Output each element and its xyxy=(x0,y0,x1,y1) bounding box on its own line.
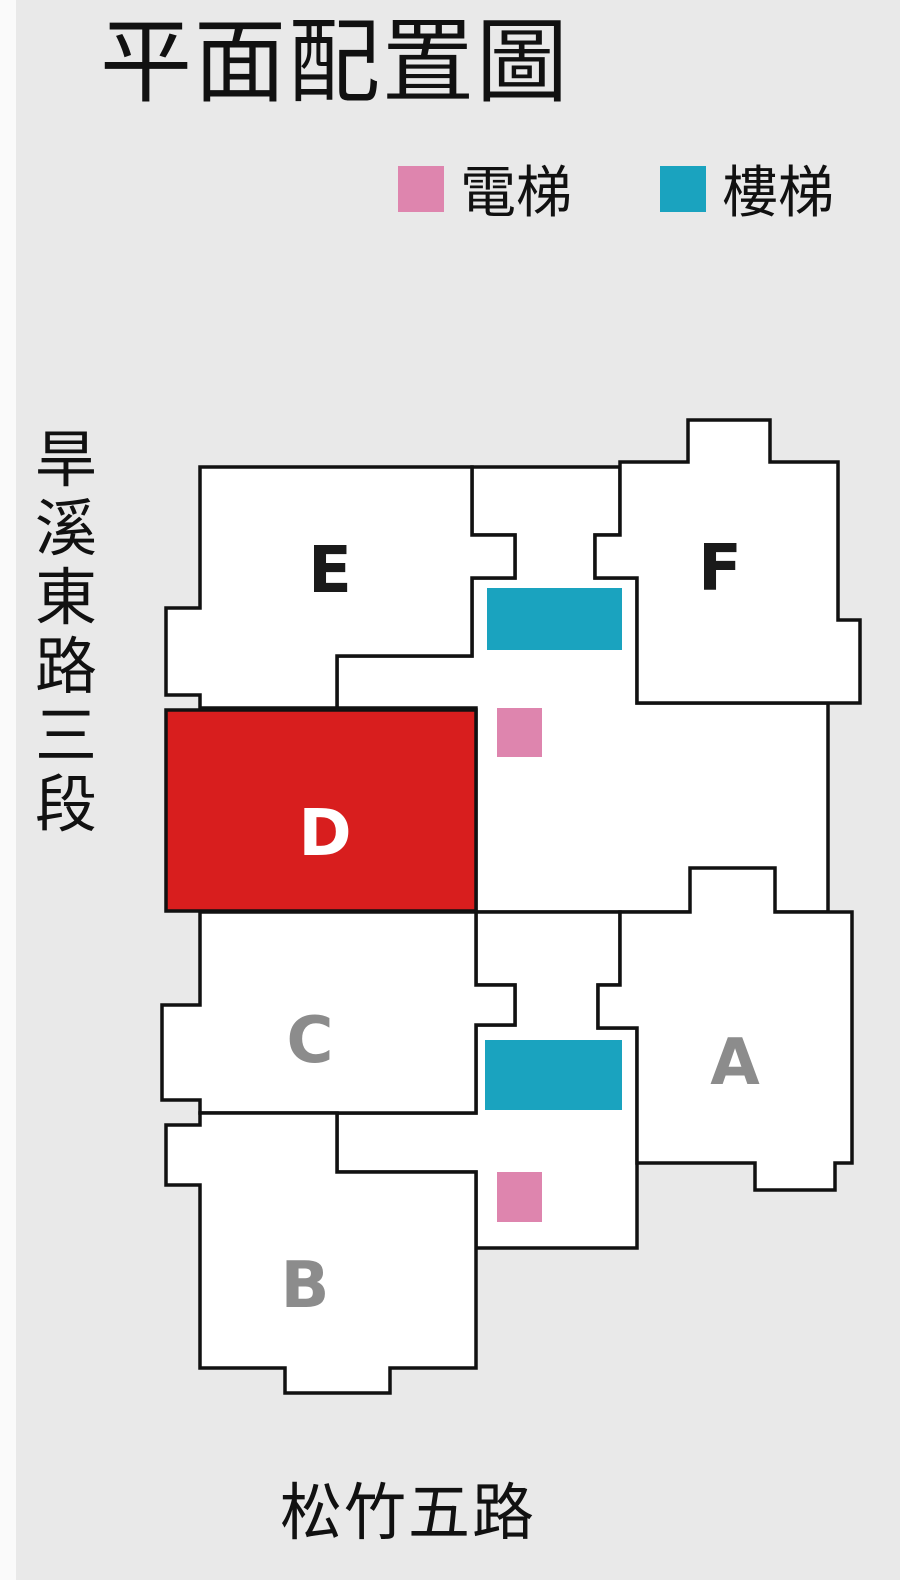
legend-elevator: 電梯 xyxy=(398,148,572,229)
stairs-swatch-icon xyxy=(660,165,706,212)
elevator-lower xyxy=(497,1172,542,1222)
unit-e xyxy=(164,465,517,710)
page-title: 平面配置圖 xyxy=(100,9,571,116)
road-label-left: 旱溪東路三段 xyxy=(34,423,97,841)
unit-label-a: A xyxy=(710,1026,760,1100)
legend-stairs-label: 樓梯 xyxy=(722,161,834,226)
unit-label-e: E xyxy=(308,534,352,608)
unit-label-d: D xyxy=(298,797,351,871)
elevator-swatch-icon xyxy=(398,165,444,212)
stairs-lower xyxy=(485,1040,622,1110)
unit-c xyxy=(160,910,517,1115)
road-label-bottom: 松竹五路 xyxy=(280,1476,537,1549)
unit-f xyxy=(593,418,862,705)
legend-stairs: 樓梯 xyxy=(660,148,834,229)
unit-b xyxy=(164,1111,478,1395)
elevator-upper xyxy=(497,708,542,757)
unit-label-b: B xyxy=(281,1249,330,1323)
unit-a xyxy=(596,866,854,1192)
unit-label-c: C xyxy=(287,1004,334,1078)
legend-elevator-label: 電梯 xyxy=(460,161,572,226)
stairs-upper xyxy=(487,588,622,650)
unit-label-f: F xyxy=(698,532,742,606)
